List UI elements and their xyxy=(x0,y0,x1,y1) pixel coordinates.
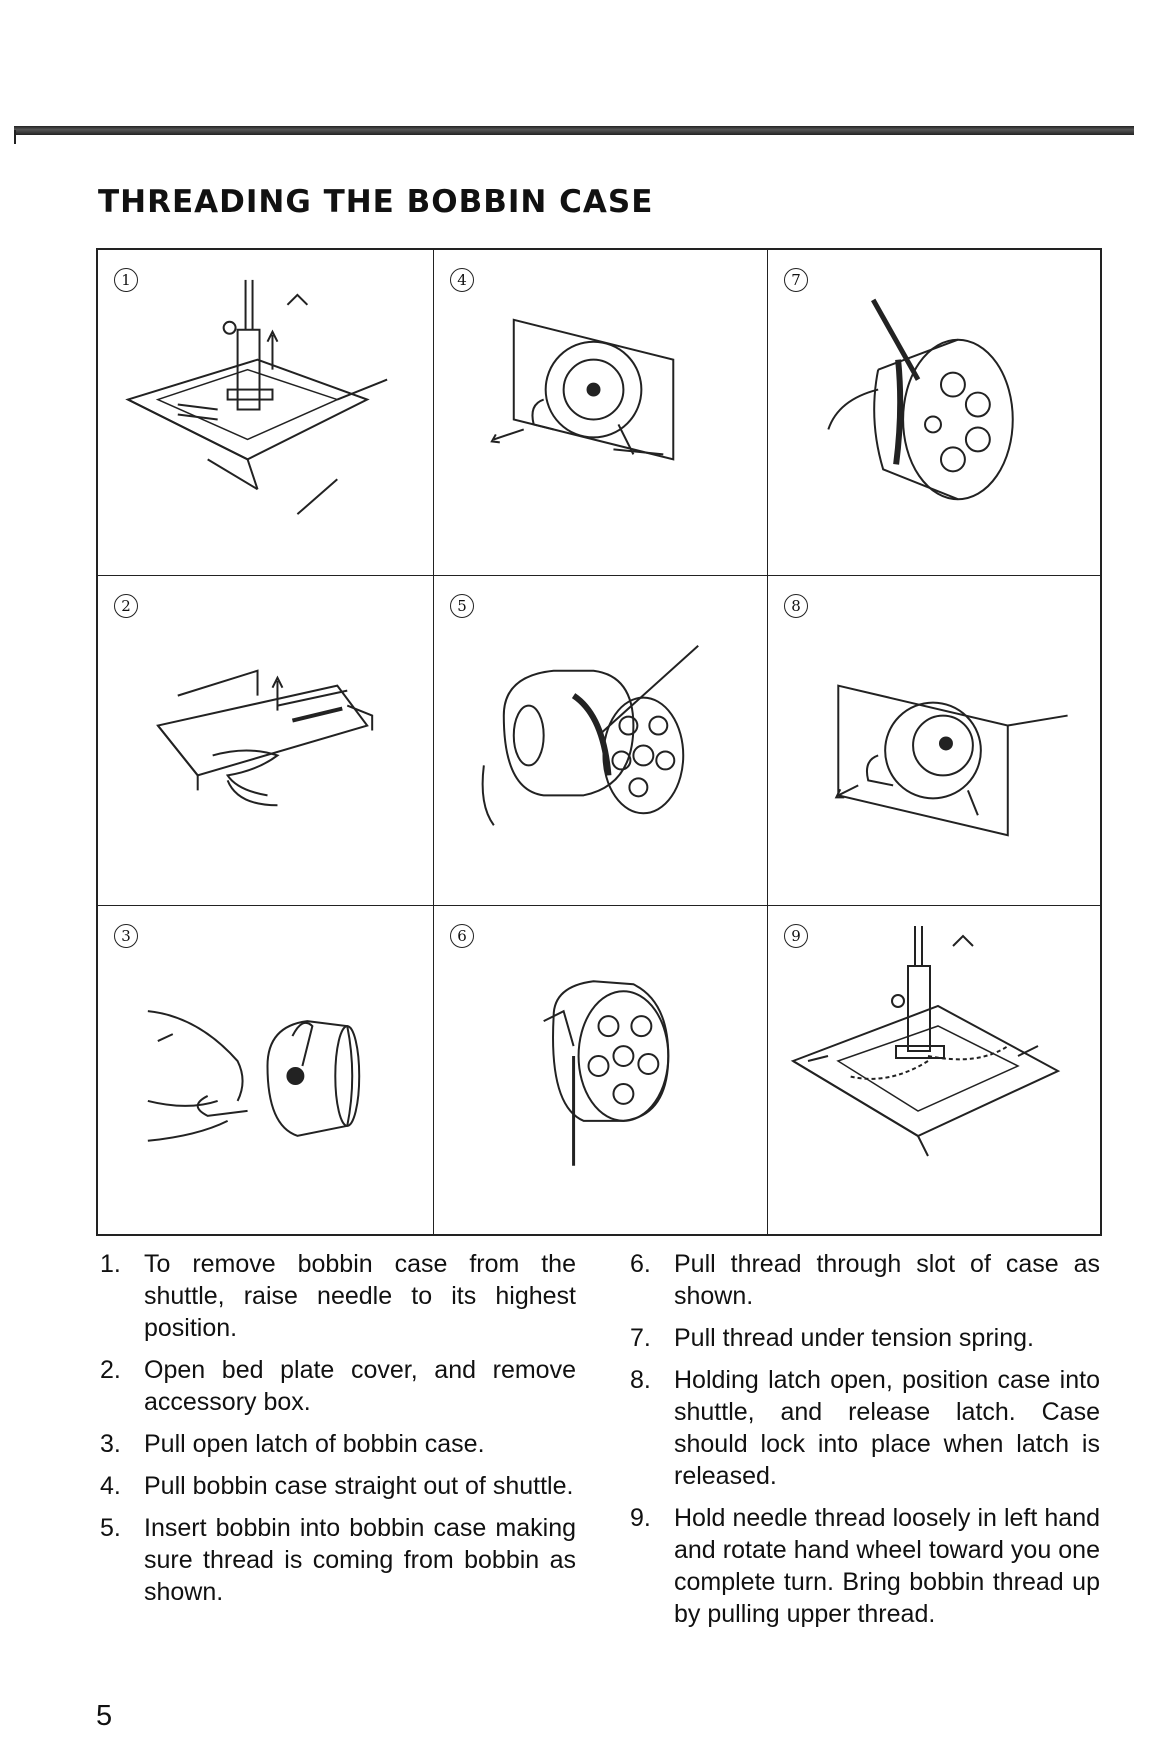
panel-step-3: 3 xyxy=(98,906,434,1234)
top-rule xyxy=(14,126,1134,135)
panel-number: 3 xyxy=(114,924,138,948)
list-item: 7.Pull thread under tension spring. xyxy=(630,1324,1034,1352)
list-item: 6.Pull thread through slot of case as sh… xyxy=(630,1250,1100,1310)
list-item: 3.Pull open latch of bobbin case. xyxy=(100,1430,485,1458)
bring-bobbin-thread-up-illustration xyxy=(790,926,1061,1157)
panel-step-8: 8 xyxy=(768,576,1100,906)
panel-number: 2 xyxy=(114,594,138,618)
list-item: 4.Pull bobbin case straight out of shutt… xyxy=(100,1472,574,1500)
steps-right-column: 6.Pull thread through slot of case as sh… xyxy=(630,1248,1100,1640)
panel-step-5: 5 xyxy=(434,576,768,906)
panel-number: 4 xyxy=(450,268,474,292)
panel-step-7: 7 xyxy=(768,250,1100,576)
thread-through-slot-illustration xyxy=(543,980,670,1166)
list-item: 8.Holding latch open, position case into… xyxy=(630,1366,1100,1490)
list-item: 5.Insert bobbin into bobbin case making … xyxy=(100,1514,576,1606)
panel-step-4: 4 xyxy=(434,250,768,576)
panel-number: 7 xyxy=(784,268,808,292)
position-case-illustration xyxy=(834,684,1068,837)
list-item: 9.Hold needle thread loosely in left han… xyxy=(630,1504,1100,1628)
panel-step-9: 9 xyxy=(768,906,1100,1234)
panel-number: 9 xyxy=(784,924,808,948)
insert-bobbin-illustration xyxy=(481,645,699,826)
panel-number: 6 xyxy=(450,924,474,948)
panel-step-1: 1 xyxy=(98,250,434,576)
top-rule-tick xyxy=(14,130,16,144)
panel-number: 1 xyxy=(114,268,138,292)
page-number: 5 xyxy=(96,1700,113,1732)
panel-number: 5 xyxy=(450,594,474,618)
pull-latch-illustration xyxy=(147,1010,361,1142)
steps-left-column: 1.To remove bobbin case from the shuttle… xyxy=(100,1248,576,1618)
needle-raised-illustration xyxy=(125,279,388,515)
list-item: 2.Open bed plate cover, and remove acces… xyxy=(100,1356,576,1416)
panel-number: 8 xyxy=(784,594,808,618)
illustration-grid: 1 4 xyxy=(96,248,1102,1236)
list-item: 1.To remove bobbin case from the shuttle… xyxy=(100,1250,576,1342)
panel-step-2: 2 xyxy=(98,576,434,906)
panel-step-6: 6 xyxy=(434,906,768,1234)
thread-under-spring-illustration xyxy=(827,298,1014,501)
remove-bobbin-case-illustration xyxy=(490,318,675,461)
page-title: THREADING THE BOBBIN CASE xyxy=(98,184,654,220)
open-bed-cover-illustration xyxy=(156,669,374,807)
